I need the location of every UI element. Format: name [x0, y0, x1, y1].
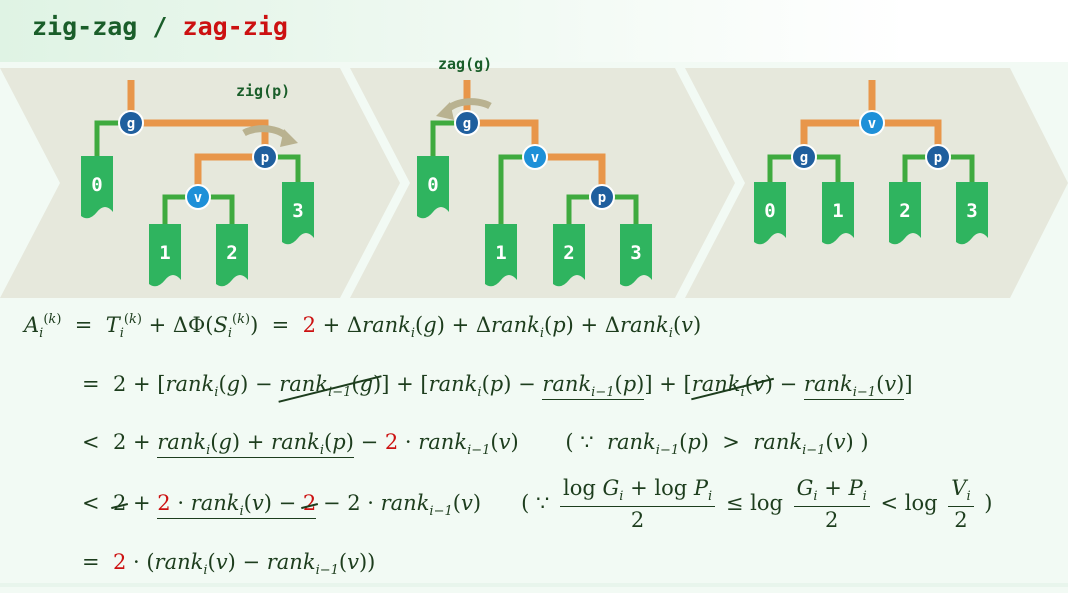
panel2-node-p — [589, 184, 615, 210]
panel3-subtree-label-2: 2 — [899, 200, 910, 222]
panel3-label-v: v — [868, 116, 876, 132]
panel2-node-v — [522, 144, 548, 170]
panel2-label-g: g — [463, 116, 471, 132]
panel2-subtree-label-3: 3 — [630, 242, 641, 264]
panel3-subtree-label-1: 1 — [832, 200, 843, 222]
panel3-label-p: p — [934, 150, 942, 166]
panel1-label-g: g — [127, 116, 135, 132]
math-line-2: = 2 + [ranki(g) − ranki−1(g)] + [ranki(p… — [82, 372, 913, 400]
panel3-node-v — [859, 110, 885, 136]
bottom-divider — [0, 583, 1068, 587]
math-line-3: < 2 + ranki(g) + ranki(p) − 2 · ranki−1(… — [82, 430, 869, 458]
panel2-label-p: p — [598, 190, 606, 206]
panel1-subtree-label-1: 1 — [159, 242, 170, 264]
panel1-label-v: v — [194, 190, 202, 206]
panel3-subtree-label-3: 3 — [966, 200, 977, 222]
panel1-label-p: p — [261, 150, 269, 166]
panel2-tree — [417, 80, 652, 287]
chevron-panel-3 — [685, 68, 1068, 298]
title-zig-zag: zig-zag — [32, 12, 138, 41]
title-separator: / — [137, 12, 183, 41]
panel3-subtree-label-0: 0 — [764, 200, 775, 222]
title-zag-zig: zag-zig — [182, 12, 288, 41]
panel1-subtree-label-2: 2 — [226, 242, 237, 264]
panel1-tree — [81, 80, 314, 287]
chevron-panel-2 — [350, 68, 735, 298]
title-bar — [0, 0, 1068, 62]
math-line-5: = 2 · (ranki(v) − ranki−1(v)) — [82, 550, 376, 578]
panel2-subtree-label-1: 1 — [495, 242, 506, 264]
panel3-tree — [754, 80, 988, 245]
panel1-subtree-label-0: 0 — [91, 174, 102, 196]
panel1-node-v — [185, 184, 211, 210]
panel1-node-g — [118, 110, 144, 136]
math-line-4: < 2 + 2 · ranki(v) − 2 − 2 · ranki−1(v) … — [82, 476, 993, 532]
panel3-node-g — [791, 144, 817, 170]
zig-p-label: zig(p) — [236, 82, 290, 100]
panel1-subtree-label-3: 3 — [292, 200, 303, 222]
panel2-subtree-label-0: 0 — [427, 174, 438, 196]
panel3-label-g: g — [800, 150, 808, 166]
panel3-node-p — [925, 144, 951, 170]
slide-title: zig-zag / zag-zig — [32, 12, 288, 41]
panel2-node-g — [454, 110, 480, 136]
panel2-subtree-label-2: 2 — [563, 242, 574, 264]
math-line-1: Ai(k) = Ti(k) + ΔΦ(Si(k)) = 2 + Δranki(g… — [24, 312, 702, 341]
panel1-node-p — [252, 144, 278, 170]
panel2-label-v: v — [531, 150, 539, 166]
zag-g-label: zag(g) — [438, 55, 492, 73]
